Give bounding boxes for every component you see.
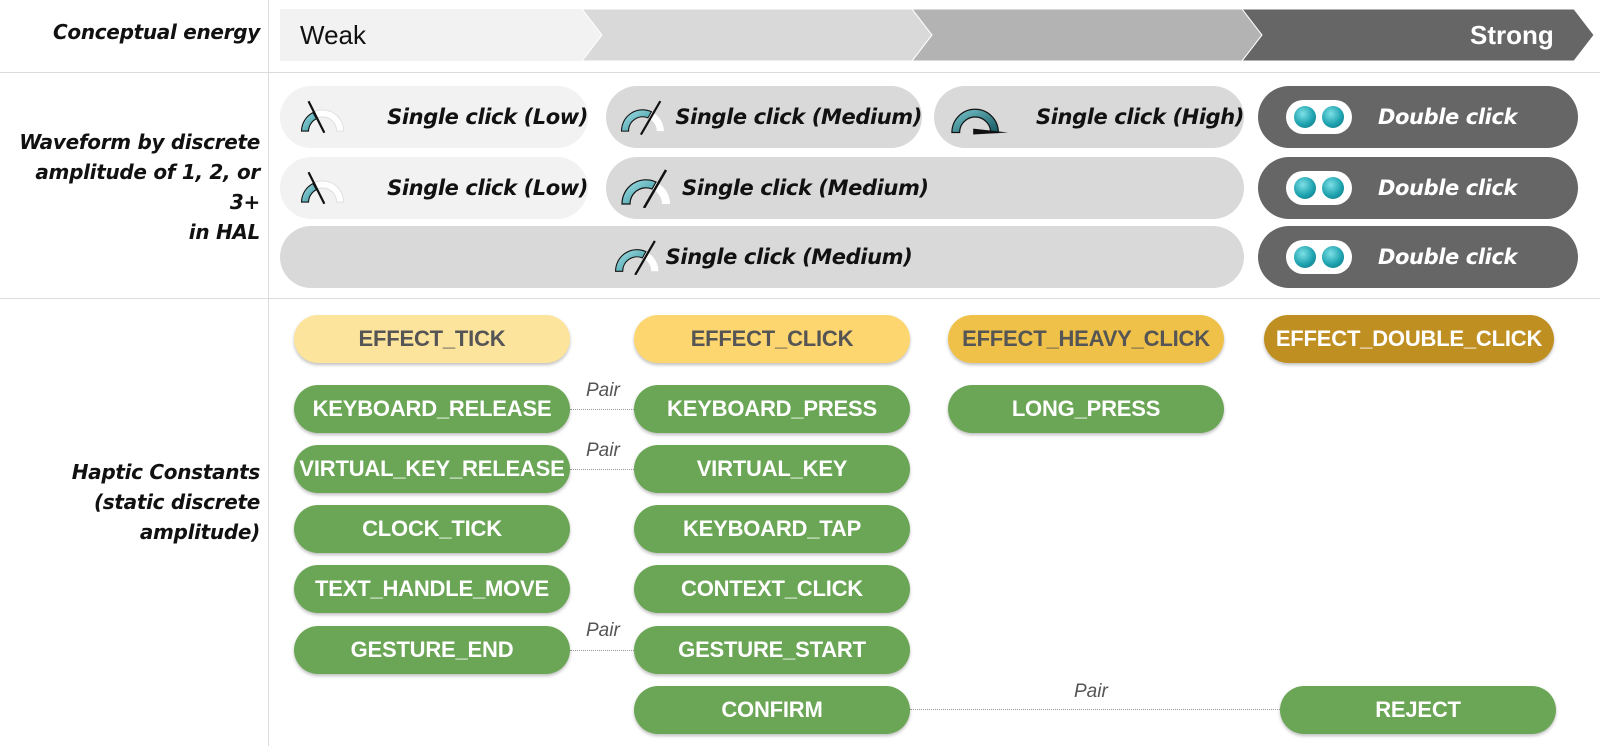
constant-chip: REJECT	[1280, 686, 1556, 734]
waveform-label: Single click (Low)	[387, 176, 588, 200]
pair-connector	[910, 709, 1282, 710]
constant-chip: VIRTUAL_KEY_RELEASE	[294, 445, 570, 493]
double-dot-icon	[1286, 171, 1352, 205]
constant-chip: KEYBOARD_PRESS	[634, 385, 910, 433]
gauge-medium-icon	[614, 240, 659, 275]
waveform-label: Single click (Medium)	[682, 176, 929, 200]
pair-label: Pair	[586, 440, 620, 461]
constant-chip: KEYBOARD_TAP	[634, 505, 910, 553]
gauge-medium-icon	[620, 100, 664, 136]
constant-chip: LONG_PRESS	[948, 385, 1224, 433]
waveform-pill-double: Double click	[1258, 157, 1578, 219]
waveform-label: Double click	[1378, 245, 1518, 269]
energy-arrow	[280, 8, 1595, 62]
label-line: in HAL	[188, 220, 261, 244]
constant-chip: CLOCK_TICK	[294, 505, 570, 553]
row-divider	[0, 298, 1600, 299]
effect-click-chip: EFFECT_CLICK	[634, 315, 910, 363]
waveform-label: Single click (Medium)	[675, 105, 922, 129]
weak-label: Weak	[300, 20, 366, 50]
waveform-pill-high: Single click (High)	[934, 86, 1244, 148]
pair-connector	[570, 469, 634, 470]
gauge-high-icon	[951, 108, 1009, 135]
double-dot-icon	[1286, 100, 1352, 134]
effect-tick-chip: EFFECT_TICK	[294, 315, 570, 363]
constant-chip: CONFIRM	[634, 686, 910, 734]
energy-arrow-graphic	[280, 8, 1595, 62]
constant-chip: VIRTUAL_KEY	[634, 445, 910, 493]
constant-chip: GESTURE_END	[294, 626, 570, 674]
label-line: Haptic Constants	[71, 460, 261, 484]
pair-label: Pair	[1074, 681, 1108, 702]
waveform-pill-low: Single click (Low)	[280, 86, 588, 148]
constant-chip: GESTURE_START	[634, 626, 910, 674]
waveform-label: Single click (High)	[1036, 105, 1244, 129]
constant-chip: TEXT_HANDLE_MOVE	[294, 565, 570, 613]
row-label-constants: Haptic Constants (static discrete amplit…	[0, 457, 261, 547]
waveform-pill-double: Double click	[1258, 86, 1578, 148]
waveform-pill-medium: Single click (Medium)	[606, 86, 922, 148]
constant-chip: CONTEXT_CLICK	[634, 565, 910, 613]
label-line: amplitude)	[139, 520, 260, 544]
waveform-pill-medium: Single click (Medium)	[606, 157, 1244, 219]
constant-chip: KEYBOARD_RELEASE	[294, 385, 570, 433]
pair-label: Pair	[586, 620, 620, 641]
label-line: (static discrete	[93, 490, 260, 514]
waveform-pill-double: Double click	[1258, 226, 1578, 288]
pair-connector	[570, 409, 634, 410]
effect-heavy-click-chip: EFFECT_HEAVY_CLICK	[948, 315, 1224, 363]
effect-double-click-chip: EFFECT_DOUBLE_CLICK	[1264, 315, 1554, 363]
gauge-low-icon	[300, 171, 345, 205]
label-line: Waveform by discrete	[19, 130, 260, 154]
pair-label: Pair	[586, 380, 620, 401]
waveform-label: Single click (Medium)	[665, 245, 913, 269]
label-line: amplitude of 1, 2, or 3+	[35, 160, 260, 214]
row-label-waveform: Waveform by discrete amplitude of 1, 2, …	[0, 127, 260, 247]
row-divider	[0, 72, 1600, 73]
row-label-energy: Conceptual energy	[53, 20, 260, 44]
gauge-medium-icon	[621, 169, 670, 208]
waveform-pill-low: Single click (Low)	[280, 157, 588, 219]
column-divider	[268, 0, 269, 746]
double-dot-icon	[1286, 240, 1352, 274]
waveform-label: Double click	[1378, 105, 1518, 129]
gauge-low-icon	[300, 100, 345, 134]
waveform-label: Double click	[1378, 176, 1518, 200]
waveform-pill-medium: Single click (Medium)	[280, 226, 1244, 288]
waveform-label: Single click (Low)	[387, 105, 588, 129]
strong-label: Strong	[1470, 20, 1554, 50]
pair-connector	[570, 650, 634, 651]
